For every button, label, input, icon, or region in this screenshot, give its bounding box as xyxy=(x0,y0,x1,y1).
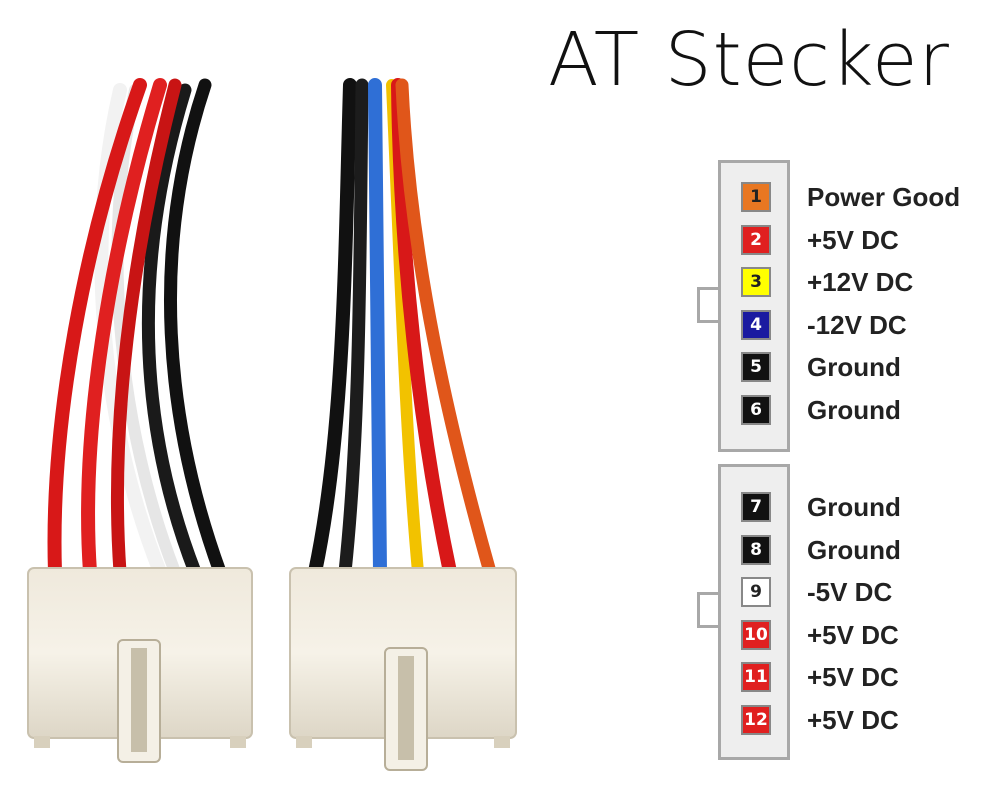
left-plug xyxy=(27,567,253,763)
pin-10-swatch: 10 xyxy=(741,619,771,650)
pin-7-label: Ground xyxy=(807,492,901,522)
connector-latch xyxy=(697,287,721,323)
pin-11-label: +5V DC xyxy=(807,662,899,692)
pin-3-swatch: 3 xyxy=(741,267,771,297)
page-title: AT Stecker xyxy=(548,17,950,103)
pin-1-swatch: 1 xyxy=(741,182,771,212)
pin-9-swatch: 9 xyxy=(741,577,771,607)
pin-5-label: Ground xyxy=(807,352,901,382)
wire-blue xyxy=(368,78,387,579)
pin-12-swatch: 12 xyxy=(741,704,771,735)
left-connector-wires xyxy=(47,78,227,579)
pin-12-label: +5V DC xyxy=(807,704,899,735)
wire-red xyxy=(110,78,182,579)
pin-8-label: Ground xyxy=(807,534,901,565)
pin-11-swatch: 11 xyxy=(741,662,771,692)
wire-red xyxy=(81,78,167,579)
pin-9-label: -5V DC xyxy=(807,577,893,607)
pin-5-swatch: 5 xyxy=(741,352,771,382)
right-connector-wires xyxy=(308,78,497,579)
connector-latch xyxy=(697,592,721,628)
pin-2-swatch: 2 xyxy=(741,224,771,255)
pin-10-label: +5V DC xyxy=(807,619,899,650)
pin-4-label: -12V DC xyxy=(807,309,907,340)
wire-red xyxy=(47,78,147,579)
wire-orange xyxy=(395,78,497,579)
pin-3-label: +12V DC xyxy=(807,267,914,297)
wire-black xyxy=(163,78,227,579)
wire-black xyxy=(308,78,357,579)
pin-2-label: +5V DC xyxy=(807,224,899,255)
wire-red xyxy=(391,78,457,579)
pin-6-label: Ground xyxy=(807,394,901,425)
pin-6-swatch: 6 xyxy=(741,394,771,425)
pin-8-swatch: 8 xyxy=(741,534,771,565)
pin-7-swatch: 7 xyxy=(741,492,771,522)
connector-photo xyxy=(27,78,517,771)
right-plug xyxy=(289,567,517,771)
wire-black xyxy=(141,83,202,579)
wire-black xyxy=(338,78,369,579)
pin-1-label: Power Good xyxy=(807,182,961,212)
pin-4-swatch: 4 xyxy=(741,309,771,340)
